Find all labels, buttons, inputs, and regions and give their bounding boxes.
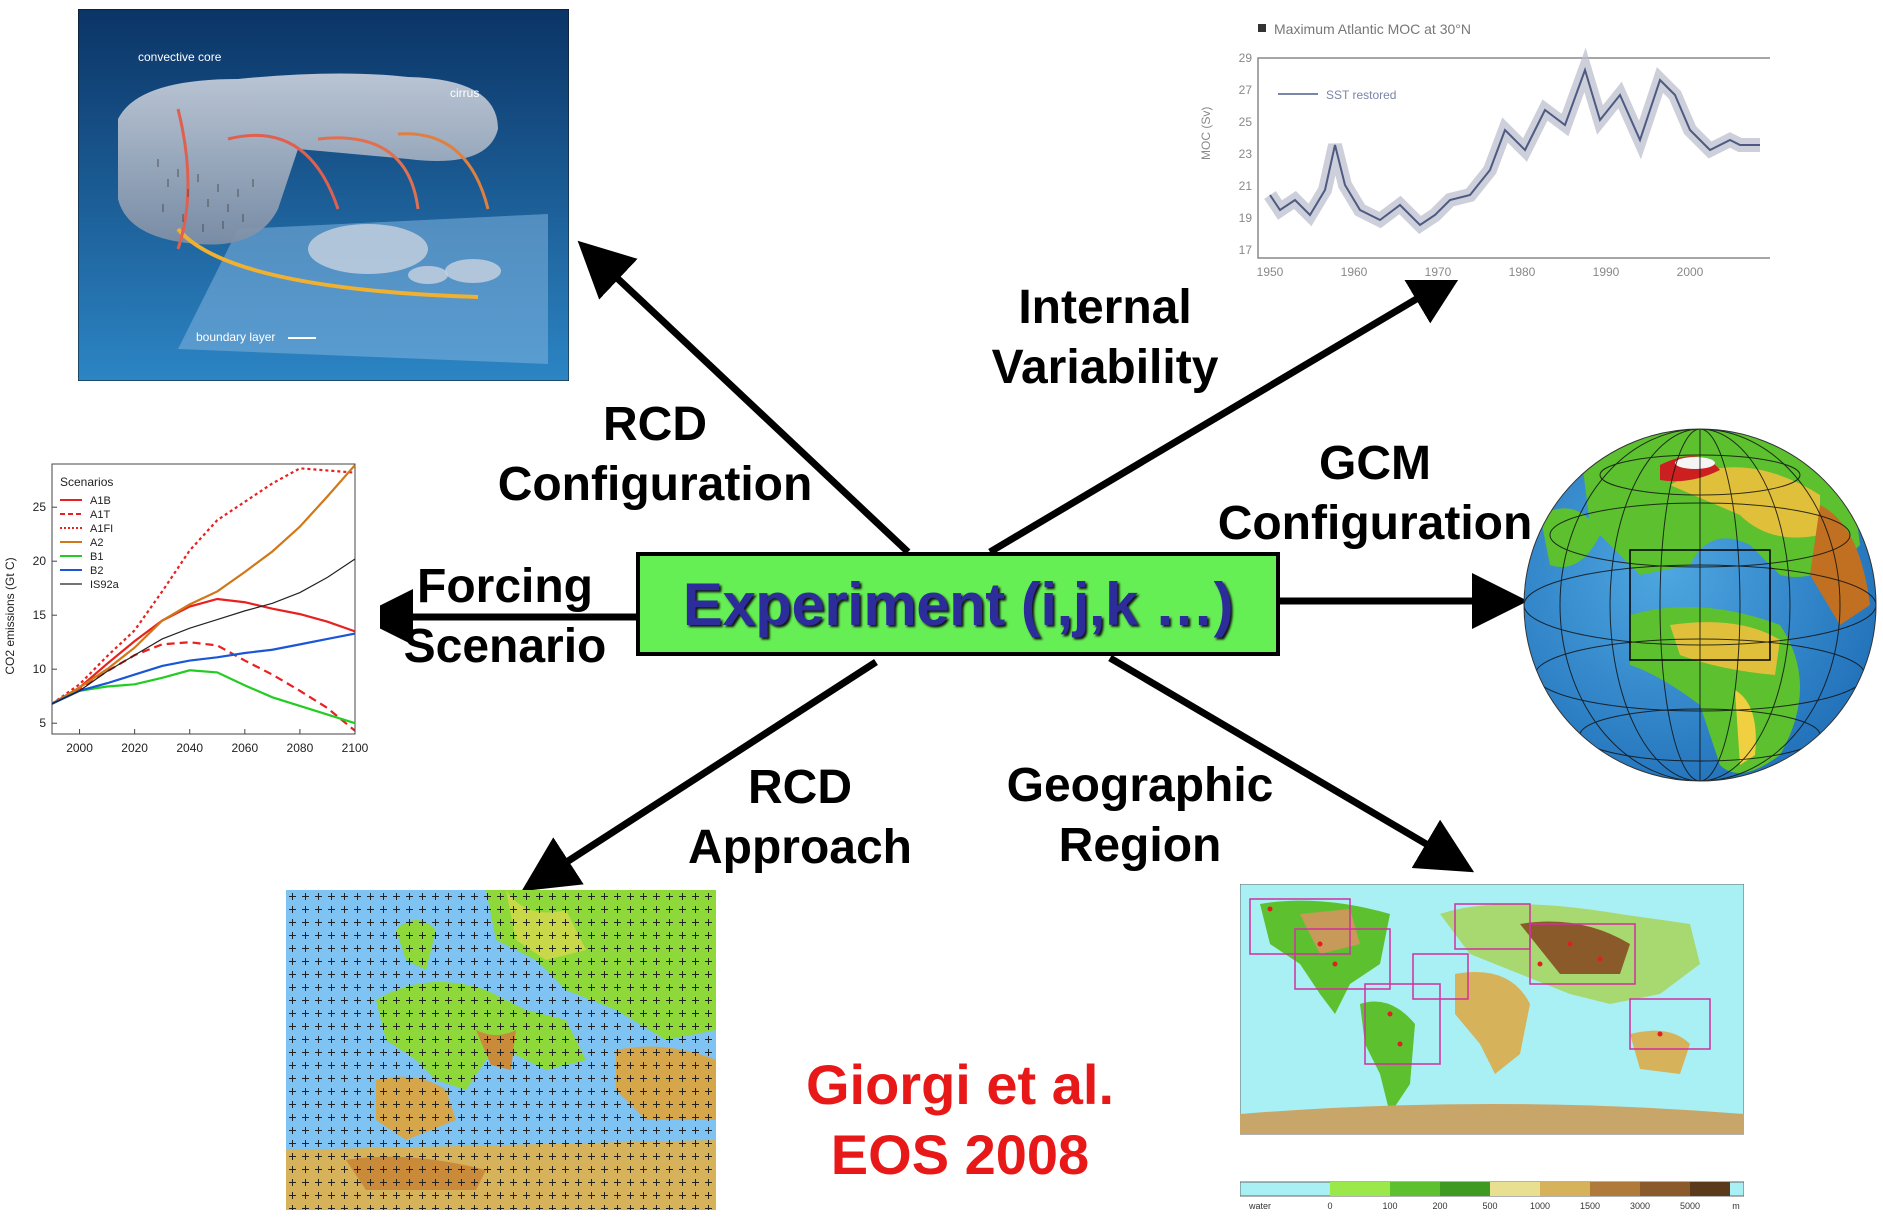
svg-text:m: m <box>1732 1201 1740 1211</box>
moc-title: Maximum Atlantic MOC at 30°N <box>1274 21 1471 37</box>
svg-text:21: 21 <box>1239 179 1253 193</box>
svg-text:1500: 1500 <box>1580 1201 1600 1211</box>
series-line-a2 <box>51 464 356 705</box>
y-tick-label: 5 <box>39 716 46 730</box>
arrow-rcd-approach <box>521 659 878 892</box>
label-forcing-scenario: Forcing Scenario <box>403 560 607 673</box>
convective-cloud-illustration: convective core cirrus boundary layer <box>78 9 569 381</box>
moc-legend: SST restored <box>1326 88 1396 102</box>
label-gcm-configuration: GCM Configuration <box>1217 437 1533 550</box>
arrow-rcd-configuration <box>577 240 911 555</box>
svg-text:1960: 1960 <box>1341 265 1368 279</box>
geographic-regions-world-map: water 0 100 200 500 1000 1500 3000 5000 … <box>1240 884 1744 1211</box>
legend-label-b1: B1 <box>90 551 103 563</box>
svg-text:100: 100 <box>1382 1201 1397 1211</box>
legend-label-a1t: A1T <box>90 509 110 521</box>
experiment-label: Experiment (i,j,k …) <box>682 570 1234 638</box>
y-tick-label: 25 <box>33 500 47 514</box>
label-geographic-region: Geographic Region <box>1006 759 1274 872</box>
citation: Giorgi et al. EOS 2008 <box>805 1053 1115 1186</box>
svg-text:29: 29 <box>1239 51 1253 65</box>
moc-time-series-chart: Maximum Atlantic MOC at 30°N SST restore… <box>1170 10 1770 280</box>
y-tick-label: 20 <box>33 554 47 568</box>
y-tick-label: 15 <box>33 608 47 622</box>
svg-text:3000: 3000 <box>1630 1201 1650 1211</box>
emissions-legend-title: Scenarios <box>60 475 113 489</box>
svg-text:19: 19 <box>1239 211 1253 225</box>
rcd-domain-grid-map <box>286 890 716 1210</box>
label-rcd-configuration: RCD Configuration <box>497 398 813 511</box>
svg-text:2000: 2000 <box>1677 265 1704 279</box>
x-tick-label: 2060 <box>231 741 258 755</box>
legend-label-b2: B2 <box>90 565 103 577</box>
arrow-geographic-region <box>1108 654 1475 873</box>
svg-text:0: 0 <box>1327 1201 1332 1211</box>
y-tick-label: 10 <box>33 662 47 676</box>
cloud-label-convective-core: convective core <box>138 50 222 64</box>
series-line-a1fi <box>51 467 356 705</box>
label-rcd-approach: RCD Approach <box>687 761 912 874</box>
svg-text:500: 500 <box>1482 1201 1497 1211</box>
x-tick-label: 2040 <box>176 741 203 755</box>
svg-text:23: 23 <box>1239 147 1253 161</box>
arrow-internal-variability <box>988 270 1465 556</box>
legend-label-a2: A2 <box>90 537 103 549</box>
svg-text:1970: 1970 <box>1425 265 1452 279</box>
gcm-globe-map <box>1523 428 1877 782</box>
svg-text:1950: 1950 <box>1257 265 1284 279</box>
x-tick-label: 2020 <box>121 741 148 755</box>
label-internal-variability: Internal Variability <box>991 281 1219 394</box>
svg-text:200: 200 <box>1432 1201 1447 1211</box>
svg-text:water: water <box>1248 1201 1271 1211</box>
moc-ylabel: MOC (Sv) <box>1199 107 1213 160</box>
experiment-box: Experiment (i,j,k …) <box>636 552 1280 656</box>
series-line-b2 <box>51 632 356 705</box>
svg-text:1990: 1990 <box>1593 265 1620 279</box>
svg-text:5000: 5000 <box>1680 1201 1700 1211</box>
cloud-label-cirrus: cirrus <box>450 86 479 100</box>
series-line-b1 <box>51 669 356 725</box>
x-tick-label: 2100 <box>342 741 369 755</box>
svg-text:1980: 1980 <box>1509 265 1536 279</box>
svg-text:1000: 1000 <box>1530 1201 1550 1211</box>
legend-label-is92a: IS92a <box>90 579 120 591</box>
legend-label-a1fi: A1FI <box>90 523 113 535</box>
emissions-ylabel: CO2 emissions (Gt C) <box>3 557 17 674</box>
svg-text:25: 25 <box>1239 115 1253 129</box>
legend-label-a1b: A1B <box>90 495 111 507</box>
cloud-label-boundary-layer: boundary layer <box>196 330 275 344</box>
svg-text:17: 17 <box>1239 243 1253 257</box>
x-tick-label: 2000 <box>66 741 93 755</box>
co2-emissions-chart: CO2 emissions (Gt C) Scenarios A1B A1T A1F… <box>0 456 380 766</box>
x-tick-label: 2080 <box>287 741 314 755</box>
series-line-a1b <box>51 597 356 705</box>
svg-text:27: 27 <box>1239 83 1253 97</box>
series-line-is92a <box>51 558 356 705</box>
